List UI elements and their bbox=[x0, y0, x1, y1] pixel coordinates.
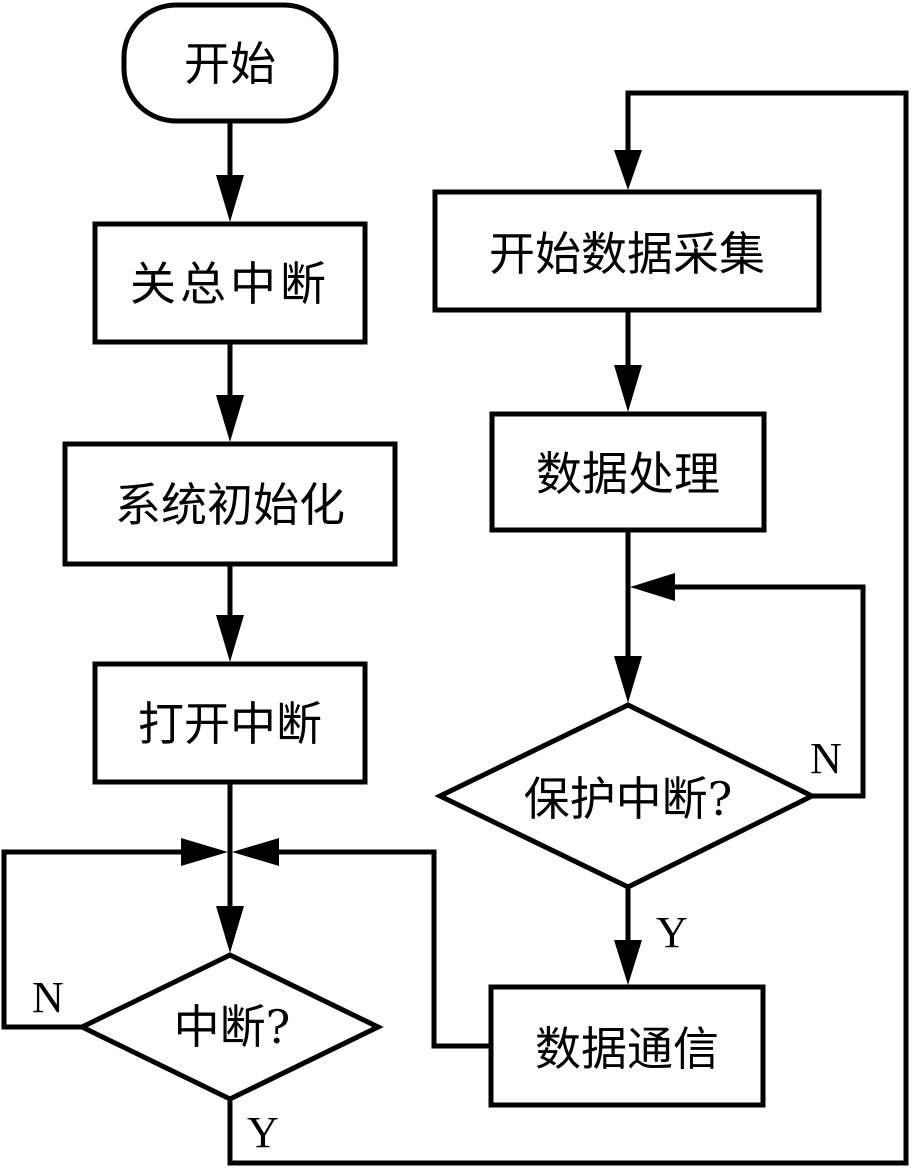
node-enable-interrupts: 打开中断 bbox=[92, 661, 368, 785]
node-data-processing-label: 数据处理 bbox=[536, 447, 720, 501]
arrowhead-down-icon bbox=[216, 175, 244, 222]
arrowhead-down-icon bbox=[216, 906, 244, 953]
edge-communication-to-interrupt bbox=[270, 849, 491, 1049]
node-data-communication: 数据通信 bbox=[488, 984, 766, 1108]
arrowhead-down-icon bbox=[614, 365, 642, 412]
node-start-label: 开始 bbox=[184, 37, 276, 91]
node-interrupt-decision: 中断? bbox=[76, 952, 384, 1102]
arrowhead-down-icon bbox=[216, 615, 244, 662]
node-start-acquisition-label: 开始数据采集 bbox=[489, 227, 765, 281]
edge-label-interrupt-yes: Y bbox=[247, 1108, 279, 1157]
arrowhead-right-icon bbox=[181, 838, 228, 866]
arrowhead-left-icon bbox=[232, 838, 279, 866]
edge-protect-no-loop bbox=[665, 584, 866, 799]
node-system-init: 系统初始化 bbox=[62, 441, 398, 567]
edge-label-protect-no: N bbox=[810, 734, 842, 783]
node-system-init-label: 系统初始化 bbox=[115, 478, 345, 532]
edge-interrupt-yes bbox=[227, 90, 909, 1166]
arrowhead-down-icon bbox=[614, 150, 642, 190]
node-interrupt-decision-label: 中断? bbox=[174, 1000, 291, 1054]
edge-interrupt-no-loop bbox=[1, 849, 195, 1030]
node-data-communication-label: 数据通信 bbox=[535, 1022, 719, 1076]
arrowhead-down-icon bbox=[216, 395, 244, 442]
arrowhead-down-icon bbox=[614, 940, 642, 985]
node-disable-interrupts: 关总中断 bbox=[92, 221, 368, 345]
node-start-acquisition: 开始数据采集 bbox=[432, 189, 822, 313]
arrowhead-left-icon bbox=[630, 573, 675, 601]
node-enable-interrupts-label: 打开中断 bbox=[138, 697, 322, 751]
arrowhead-down-icon bbox=[614, 656, 642, 703]
node-start: 开始 bbox=[121, 2, 339, 124]
node-data-processing: 数据处理 bbox=[489, 411, 767, 533]
node-disable-interrupts-label: 关总中断 bbox=[130, 257, 330, 311]
node-protect-decision: 保护中断? bbox=[434, 702, 818, 890]
edge-label-protect-yes: Y bbox=[656, 908, 688, 957]
node-protect-decision-label: 保护中断? bbox=[524, 772, 733, 826]
edge-label-interrupt-no: N bbox=[32, 973, 64, 1022]
